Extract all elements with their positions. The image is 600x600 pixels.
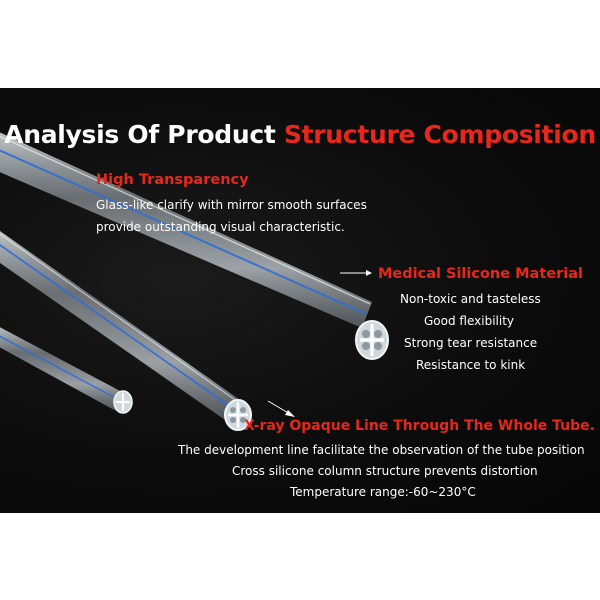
transparency-line-2: provide outstanding visual characteristi… [96, 220, 345, 234]
transparency-heading: High Transparency [96, 172, 249, 188]
small-tube [0, 327, 133, 414]
medium-tube [0, 231, 252, 431]
title-part-white: Analysis Of Product [4, 120, 276, 149]
material-feature: Resistance to kink [416, 358, 526, 372]
material-feature: Strong tear resistance [404, 336, 538, 350]
material-heading: Medical Silicone Material [378, 266, 583, 282]
xray-line-1: The development line facilitate the obse… [178, 443, 585, 457]
material-feature: Good flexibility [424, 314, 515, 328]
arrow-to-xray-icon [267, 400, 295, 417]
xray-line-3: Temperature range:-60~230°C [290, 485, 476, 499]
xray-heading: X-ray Opaque Line Through The Whole Tube… [244, 418, 595, 434]
xray-line-2: Cross silicone column structure prevents… [232, 464, 538, 478]
material-feature: Non-toxic and tasteless [400, 292, 541, 306]
arrow-to-material-icon [340, 270, 372, 276]
large-tube [0, 132, 389, 360]
product-banner: Analysis Of Product Structure Compositio… [0, 88, 600, 513]
transparency-line-1: Glass-like clarify with mirror smooth su… [96, 198, 367, 212]
title-part-red: Structure Composition [283, 120, 596, 149]
banner-title: Analysis Of Product Structure Compositio… [0, 120, 600, 149]
silicone-tubes-illustration [0, 132, 389, 431]
